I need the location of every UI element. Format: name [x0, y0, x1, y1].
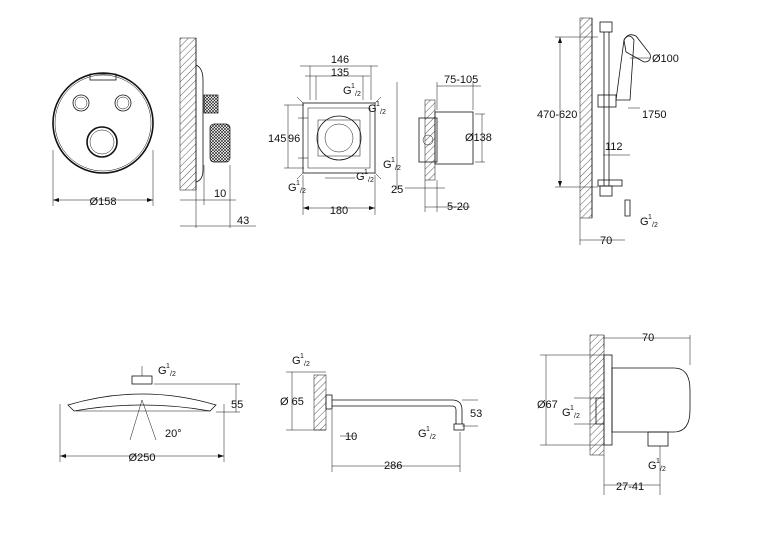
dim-label: 112 [605, 141, 623, 153]
thread-label: G 1 /2 [648, 458, 666, 473]
dim-label: 55 [231, 399, 243, 411]
dim-label: Ø67 [537, 399, 558, 411]
svg-text:G: G [292, 355, 301, 367]
thread-label: G 1 /2 [288, 180, 306, 195]
svg-text:1: 1 [426, 426, 430, 433]
svg-text:/2: /2 [652, 222, 658, 229]
dim-label: Ø138 [465, 132, 492, 144]
svg-text:G: G [562, 407, 571, 419]
svg-text:1: 1 [648, 214, 652, 221]
svg-text:G: G [640, 216, 649, 228]
dim-label: 53 [470, 408, 482, 420]
svg-text:G: G [158, 365, 167, 377]
dim-label: 10 [214, 188, 226, 200]
dim-label: 27-41 [616, 481, 644, 493]
svg-text:/2: /2 [300, 188, 306, 195]
svg-text:1: 1 [391, 157, 395, 164]
svg-text:1: 1 [351, 83, 355, 90]
svg-text:G: G [343, 85, 352, 97]
thread-label: G 1 /2 [418, 426, 436, 441]
svg-text:G: G [368, 103, 377, 115]
svg-text:1: 1 [570, 405, 574, 412]
brand-logo-plate [89, 73, 117, 81]
dim-label: Ø 65 [280, 396, 304, 408]
dim-label: 470-620 [537, 109, 577, 121]
dim-label: 70 [600, 235, 612, 247]
shower-rail-view: 470-620 1750 Ø100 112 70 G 1 /2 [537, 17, 679, 247]
wall-outlet-view: 70 Ø67 G 1 /2 G 1 /2 27-41 [537, 332, 691, 495]
thread-label: G 1 /2 [368, 101, 386, 116]
svg-text:1: 1 [656, 458, 660, 465]
svg-text:/2: /2 [170, 371, 176, 378]
thread-label: G 1 /2 [292, 353, 310, 368]
thread-label: G 1 /2 [158, 363, 176, 378]
head-shower-view: Ø250 55 20° G 1 /2 [59, 363, 243, 464]
svg-text:/2: /2 [368, 177, 374, 184]
svg-text:G: G [383, 159, 392, 171]
dim-label: 135 [331, 67, 349, 79]
svg-text:1: 1 [296, 180, 300, 187]
dim-label: 180 [330, 205, 348, 217]
svg-text:G: G [648, 460, 657, 472]
svg-text:1: 1 [376, 101, 380, 108]
dim-label: 20° [165, 428, 182, 440]
svg-text:/2: /2 [574, 413, 580, 420]
svg-text:G: G [418, 428, 427, 440]
dim-label: 25 [391, 184, 403, 196]
svg-text:/2: /2 [380, 109, 386, 116]
dim-label: 43 [237, 215, 249, 227]
dim-label: 1750 [642, 109, 666, 121]
dim-label: Ø250 [129, 452, 156, 464]
thermostat-side-view: 10 43 [179, 37, 256, 228]
svg-text:/2: /2 [430, 434, 436, 441]
svg-text:/2: /2 [660, 466, 666, 473]
svg-text:/2: /2 [304, 361, 310, 368]
rough-in-front-view: 146 135 145 96 180 G 1 /2 G 1 /2 G 1 /2 [268, 54, 386, 217]
thermostat-front-view: Ø158 [52, 72, 154, 208]
dim-label: Ø158 [90, 196, 117, 208]
thread-label: G 1 /2 [383, 157, 401, 172]
thread-label: G 1 /2 [640, 214, 658, 229]
svg-text:G: G [288, 182, 297, 194]
dim-label: 5-20 [447, 201, 469, 213]
svg-text:1: 1 [166, 363, 170, 370]
dim-label: 146 [331, 54, 349, 66]
svg-text:G: G [356, 171, 365, 183]
dim-label: Ø100 [652, 53, 679, 65]
svg-text:/2: /2 [395, 165, 401, 172]
svg-text:/2: /2 [355, 91, 361, 98]
thread-label: G 1 /2 [356, 169, 374, 184]
dim-label: 75-105 [444, 74, 478, 86]
dim-label: 10 [345, 431, 357, 443]
svg-text:1: 1 [364, 169, 368, 176]
svg-text:1: 1 [300, 353, 304, 360]
shower-arm-view: Ø 65 286 10 53 G 1 /2 G 1 /2 [280, 353, 482, 472]
dim-label: 145 [268, 133, 286, 145]
thread-label: G 1 /2 [343, 83, 361, 98]
dim-label: 286 [384, 460, 402, 472]
dim-label: 70 [642, 332, 654, 344]
thread-label: G 1 /2 [562, 405, 580, 420]
dim-label: 96 [288, 133, 300, 145]
rough-in-side-view: 75-105 Ø138 25 5-20 G 1 /2 [383, 74, 492, 213]
